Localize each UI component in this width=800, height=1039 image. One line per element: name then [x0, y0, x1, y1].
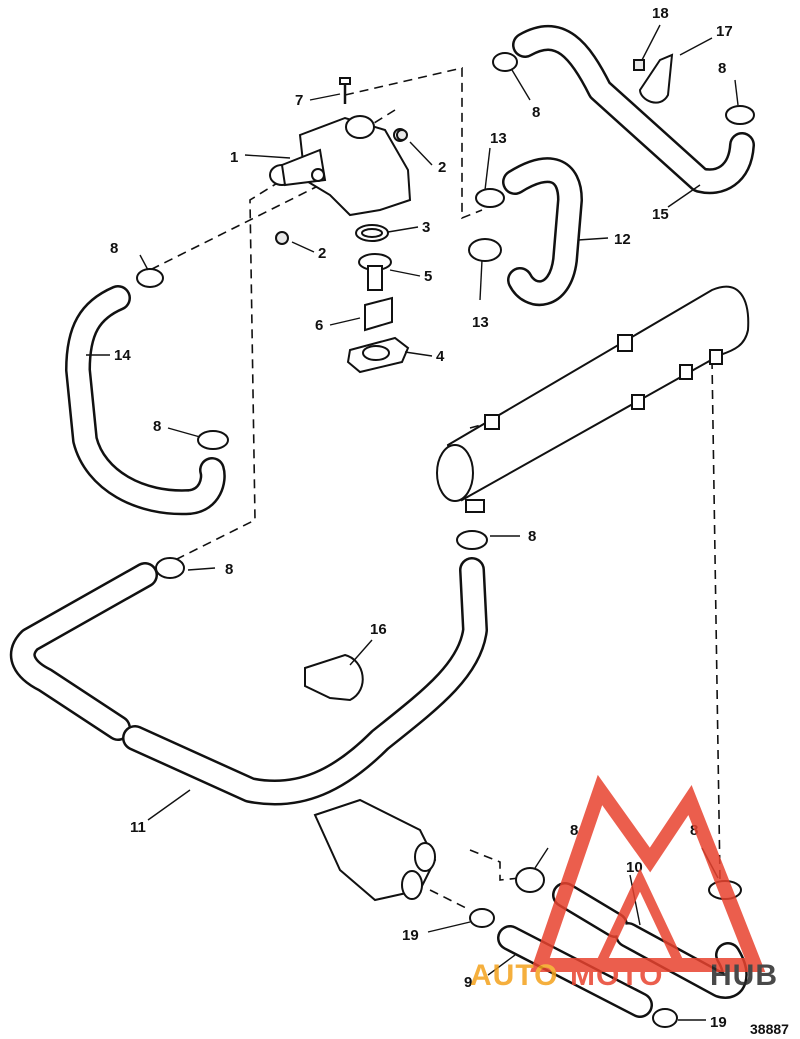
callout-14: 14: [114, 347, 131, 364]
nut-18: [633, 59, 645, 71]
hose-15: [512, 25, 755, 195]
callout-8: 8: [570, 822, 578, 839]
clamp-17: [638, 53, 674, 104]
callout-2: 2: [318, 245, 326, 262]
brand-watermark: AUTO MOTO HUB: [470, 774, 778, 992]
clamp-16: [304, 653, 364, 702]
callout-8: 8: [718, 60, 726, 77]
callout-19: 19: [710, 1014, 727, 1031]
gasket-4: [346, 336, 410, 374]
callout-8: 8: [690, 822, 698, 839]
callout-8: 8: [528, 528, 536, 545]
callout-8: 8: [153, 418, 161, 435]
watermark-text-auto: AUTO: [470, 959, 558, 992]
hose-12: [502, 157, 583, 307]
callout-17: 17: [716, 23, 733, 40]
leader-lines: [86, 24, 739, 1021]
callout-11: 11: [130, 819, 146, 836]
callout-3: 3: [422, 219, 430, 236]
callout-5: 5: [424, 268, 432, 285]
callout-labels: 1 2 2 3 4 5 6 7 8 8 8 8 8 8 8 8 9 10 11 …: [110, 5, 733, 1031]
callout-1: 1: [230, 149, 238, 166]
callout-9: 9: [464, 974, 472, 991]
callout-19: 19: [402, 927, 419, 944]
bolts: [275, 129, 408, 245]
callout-4: 4: [436, 348, 445, 365]
exhaust-manifold: [436, 285, 750, 513]
gasket-3: [355, 224, 389, 242]
seal-6: [364, 296, 393, 332]
callout-8: 8: [532, 104, 540, 121]
callout-2: 2: [438, 159, 446, 176]
thermostat-housing: [269, 115, 412, 217]
callout-13: 13: [490, 130, 507, 147]
hose-14: [65, 285, 226, 516]
callout-15: 15: [652, 206, 669, 223]
hose-11: [9, 557, 488, 806]
water-pump: [313, 798, 437, 902]
bolt: [339, 77, 351, 104]
callout-16: 16: [370, 621, 387, 638]
thermostat: [358, 253, 392, 291]
callout-8: 8: [225, 561, 233, 578]
figure-reference-number: 38887: [750, 1021, 789, 1037]
watermark-text-hub: HUB: [710, 959, 778, 992]
callout-7: 7: [295, 92, 303, 109]
hose-clamps: [136, 52, 755, 1028]
watermark-triangle-logo: [530, 774, 766, 972]
callout-12: 12: [614, 231, 631, 248]
callout-8: 8: [110, 240, 118, 257]
callout-18: 18: [652, 5, 669, 22]
watermark-triangle: [530, 774, 766, 972]
callout-13: 13: [472, 314, 489, 331]
callout-6: 6: [315, 317, 323, 334]
watermark-text-moto: MOTO: [570, 959, 663, 992]
